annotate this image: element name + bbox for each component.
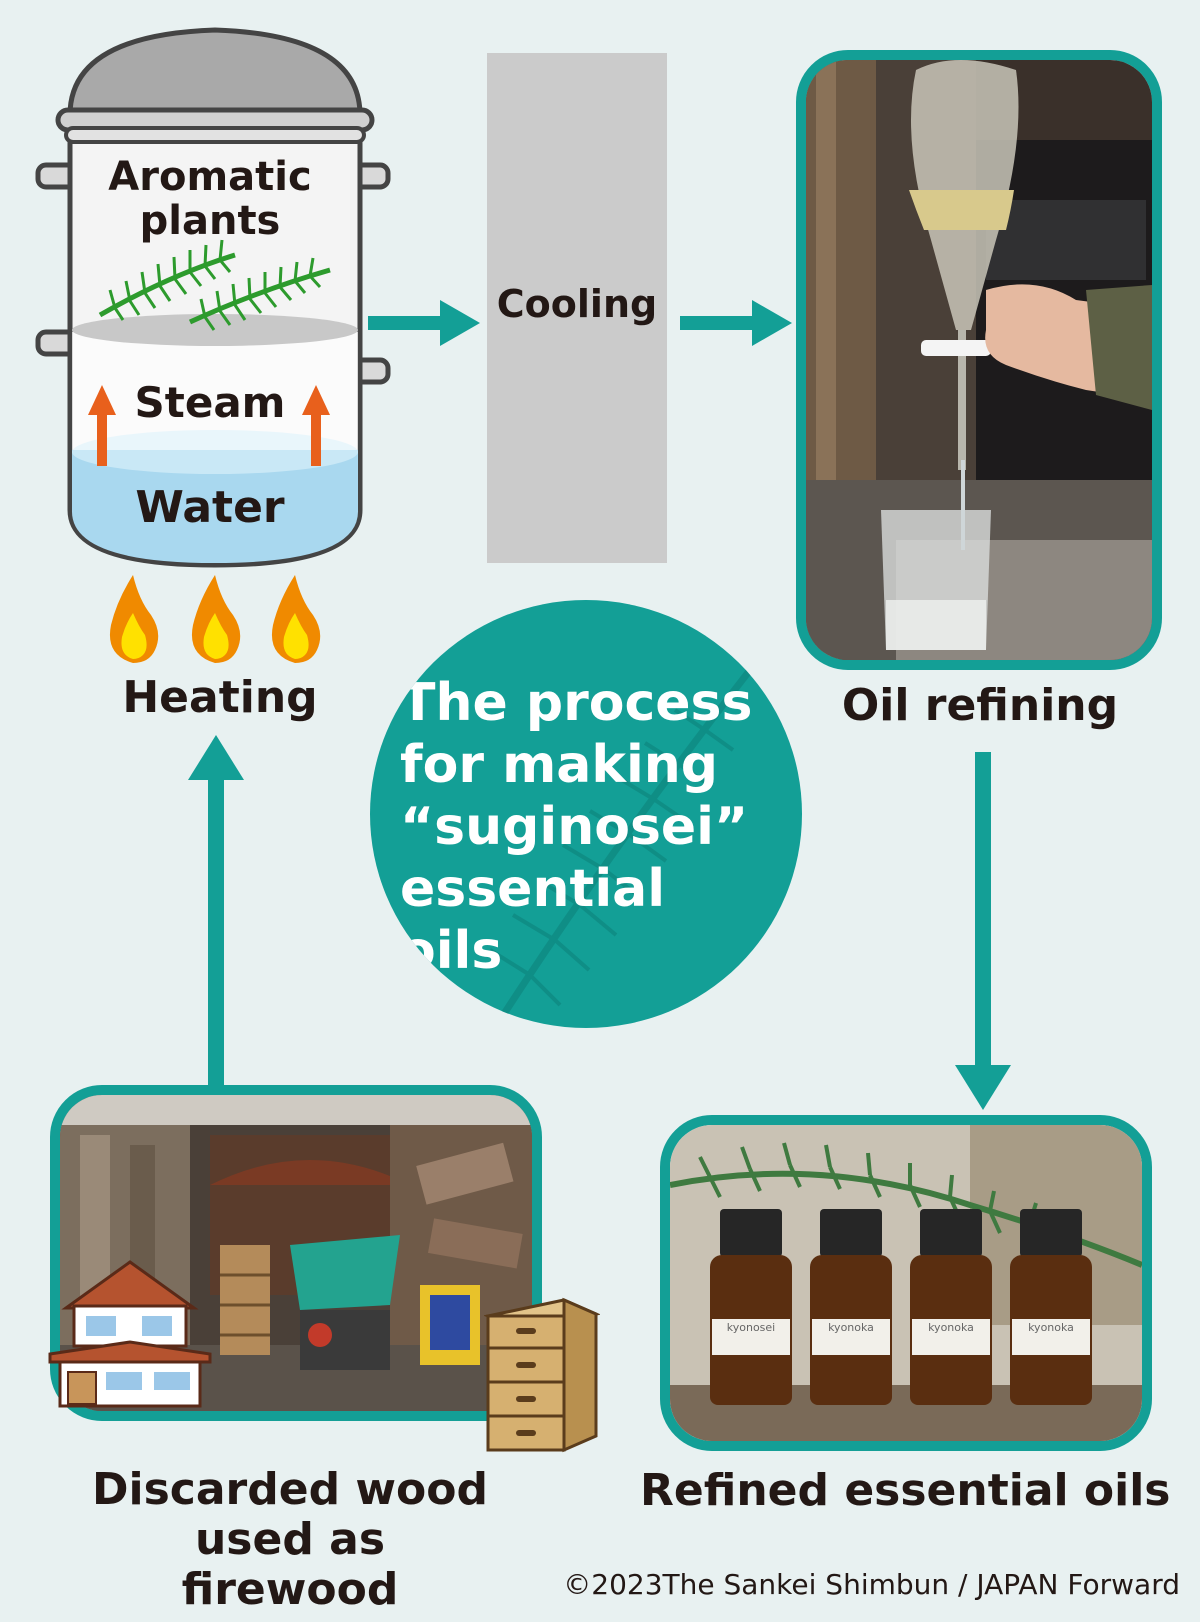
water-label: Water [135, 482, 285, 533]
steam-pot-illustration [35, 27, 391, 568]
house-icon [48, 1260, 212, 1408]
steam-arrow-right [302, 385, 330, 466]
stopcock [921, 340, 991, 356]
bottle-label: kyonoka [812, 1319, 890, 1355]
flame-icon [109, 575, 159, 663]
arrow-wood-to-heating [188, 735, 244, 1090]
drawer-chest-icon [484, 1297, 600, 1453]
cooling-label: Cooling [496, 282, 658, 326]
copyright-credit: ©2023The Sankei Shimbun / JAPAN Forward [563, 1568, 1180, 1601]
flame-icon [271, 575, 321, 663]
refined-oils-photo: kyonosei kyonoka kyonoka kyonoka [660, 1115, 1152, 1451]
cooling-box [487, 53, 667, 563]
bottle-label: kyonosei [712, 1319, 790, 1355]
title-text: The process for making “suginosei” essen… [400, 673, 753, 981]
discarded-wood-label: Discarded wood used as firewood [91, 1464, 489, 1615]
plant-rack [72, 314, 358, 346]
title-circle: The process for making “suginosei” essen… [370, 600, 802, 1028]
bottle-label: kyonoka [912, 1319, 990, 1355]
pine-branch-icon [98, 239, 331, 331]
pot-lid [67, 27, 363, 118]
pot-rim-lower [64, 126, 366, 144]
oil-layer [909, 190, 1014, 230]
aromatic-plants-label: Aromatic plants [108, 154, 312, 244]
steam-label: Steam [134, 378, 286, 427]
heating-flames [109, 575, 321, 663]
oil-refining-photo [796, 50, 1162, 670]
funnel-stem [958, 330, 966, 470]
heating-label: Heating [122, 672, 318, 723]
oil-bottle: kyonoka [910, 1209, 992, 1409]
refined-oils-label: Refined essential oils [640, 1465, 1171, 1516]
arrow-cooling-to-refining [680, 300, 792, 346]
oil-bottle: kyonosei [710, 1209, 792, 1409]
flame-icon [191, 575, 241, 663]
arrow-pot-to-cooling [368, 300, 480, 346]
oil-bottle: kyonoka [810, 1209, 892, 1409]
steam-arrow-left [88, 385, 116, 466]
wheelbarrow-machine [290, 1235, 400, 1310]
arrow-refining-to-oils [955, 752, 1011, 1110]
bottle-label: kyonoka [1012, 1319, 1090, 1355]
oil-refining-scene [806, 60, 1152, 660]
steam-zone [72, 332, 358, 450]
oil-refining-label: Oil refining [841, 680, 1119, 731]
oil-bottle: kyonoka [1010, 1209, 1092, 1409]
pine-branch-icon [488, 667, 753, 1022]
